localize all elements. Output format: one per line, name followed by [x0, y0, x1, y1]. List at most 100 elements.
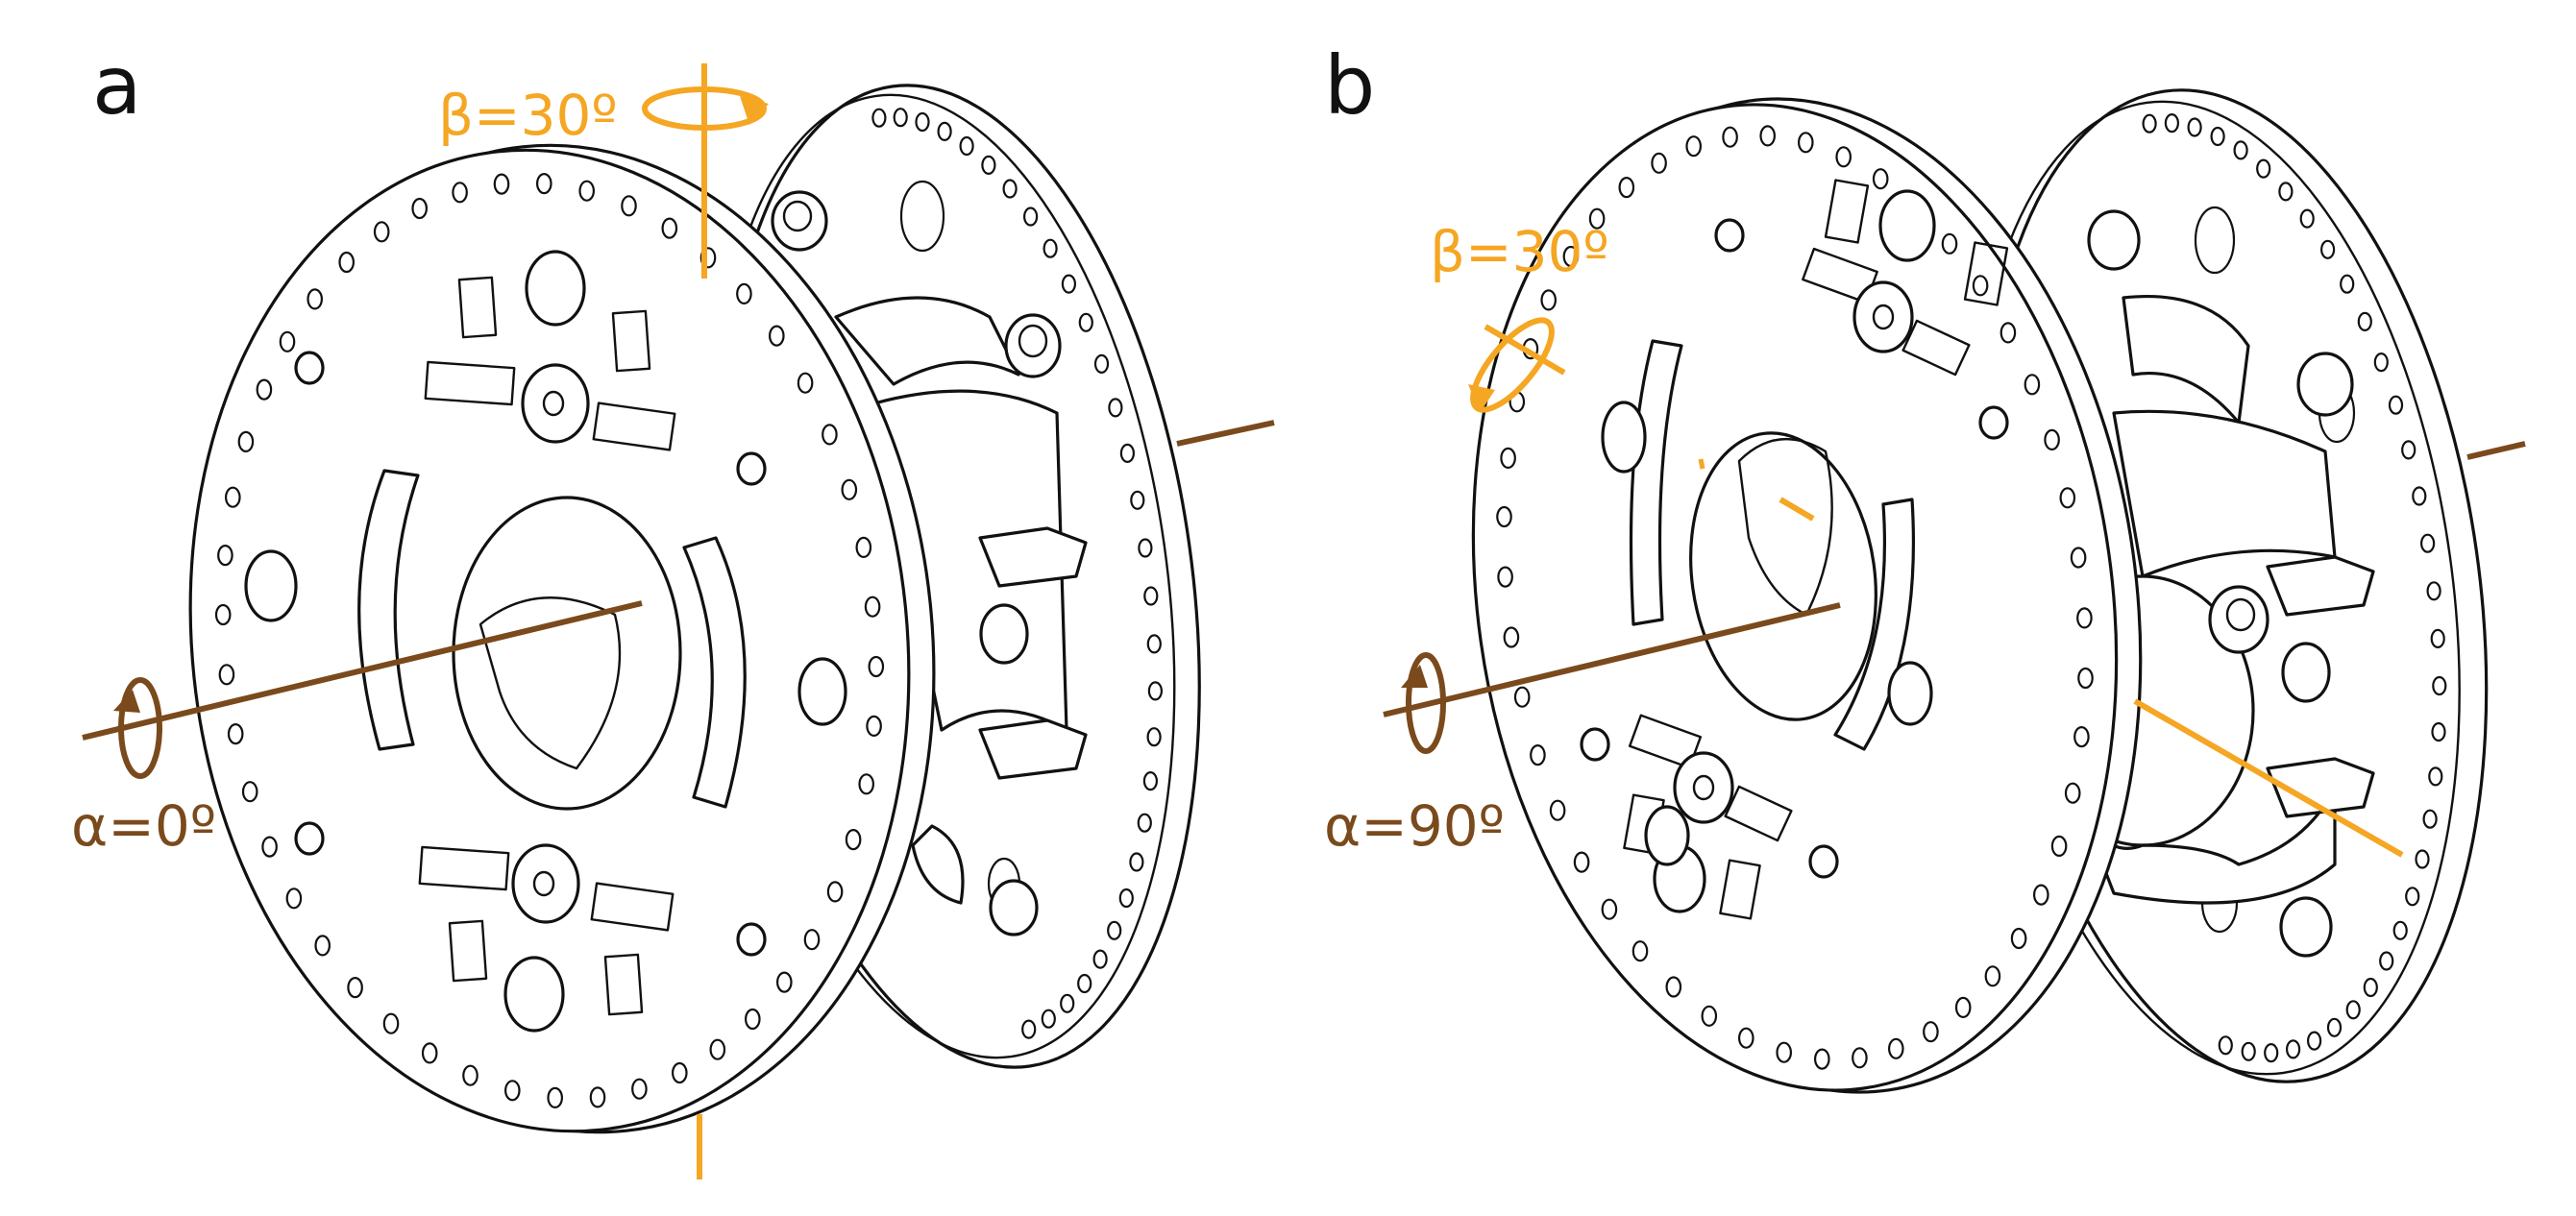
bolt-hole: [2256, 158, 2271, 179]
alpha-axis: [2466, 441, 2526, 460]
bolt-hole: [866, 715, 882, 738]
bolt-hole: [661, 217, 678, 239]
bolt-hole: [2010, 927, 2027, 950]
panel-letter-b: b: [1324, 38, 1375, 133]
beta-axis: [1484, 324, 1566, 376]
bolt-hole: [1142, 770, 1159, 791]
bolt-hole: [1941, 232, 1958, 255]
bolt-hole: [768, 325, 785, 347]
alpha-axis-front: [82, 600, 643, 741]
bolt-hole: [1497, 566, 1513, 588]
bolt-hole: [1631, 940, 1649, 962]
bolt-hole: [841, 478, 858, 500]
bolt-hole: [314, 935, 331, 957]
coupling-mechanism: [771, 190, 1088, 936]
bolt-hole: [338, 251, 355, 274]
bolt-hole: [2357, 311, 2372, 331]
bolt-hole: [868, 655, 885, 678]
bolt-hole: [2218, 1035, 2233, 1056]
bolt-hole: [2073, 725, 2090, 748]
bolt-hole: [347, 976, 363, 999]
bolt-hole: [915, 111, 930, 133]
bolt-hole: [285, 888, 303, 910]
panel-letter-a: a: [92, 38, 141, 133]
bolt-hole: [1043, 238, 1058, 258]
bolt-hole: [2076, 607, 2093, 629]
bolt-hole: [452, 182, 468, 204]
bolt-hole: [547, 1086, 563, 1109]
bolt-hole: [2142, 113, 2157, 134]
bolt-hole: [2164, 113, 2179, 134]
bolt-hole: [2373, 353, 2389, 373]
bolt-hole: [214, 603, 232, 626]
bolt-hole: [845, 828, 862, 851]
bolt-hole: [1146, 634, 1162, 654]
bolt-hole: [2326, 1017, 2343, 1037]
bolt-hole: [1496, 505, 1512, 528]
bolt-hole: [2044, 428, 2060, 450]
bolt-hole: [2412, 486, 2427, 506]
bolt-hole: [803, 929, 821, 951]
bolt-hole: [1618, 177, 1635, 199]
bolt-hole: [1119, 443, 1136, 463]
bolt-hole: [2320, 239, 2336, 259]
bolt-hole: [1722, 126, 1738, 148]
bolt-hole: [241, 781, 258, 803]
bolt-hole: [2415, 849, 2430, 869]
bolt-hole: [217, 544, 233, 567]
bolt-hole: [1738, 1027, 1754, 1049]
bolt-hole: [2233, 140, 2248, 160]
bolt-hole: [1776, 1041, 1792, 1063]
bolt-hole: [2363, 977, 2378, 998]
front-disc: [1471, 97, 2143, 1094]
alpha-axis: [1176, 420, 1275, 447]
panel-a: a: [71, 38, 1275, 1180]
beta-arrow-head: [740, 96, 769, 125]
alpha-label: α=90º: [1324, 793, 1505, 859]
bolt-hole: [744, 1008, 761, 1031]
bolt-hole: [1092, 949, 1108, 969]
bolt-hole: [797, 372, 814, 394]
bolt-hole: [421, 1042, 438, 1064]
bolt-hole: [261, 836, 278, 858]
bolt-hole: [535, 173, 552, 195]
bolt-hole: [1601, 898, 1618, 920]
bolt-hole: [1146, 727, 1162, 747]
bolt-hole: [1093, 353, 1110, 374]
bolt-hole: [631, 1078, 648, 1100]
bolt-hole: [1872, 168, 1889, 190]
bolt-hole: [1651, 152, 1667, 174]
bolt-hole: [307, 288, 323, 310]
bolt-hole: [2345, 1000, 2361, 1020]
bolt-hole: [225, 486, 241, 508]
bolt-hole: [2278, 182, 2294, 202]
bolt-hole: [2420, 533, 2436, 553]
bolt-hole: [736, 282, 752, 304]
beta-rotation-arrow: [1470, 317, 1555, 413]
bolt-hole: [1530, 743, 1546, 766]
bolt-hole: [1701, 1005, 1718, 1027]
bolt-hole: [1562, 245, 1580, 268]
bolt-hole: [237, 430, 255, 452]
bolt-hole: [1814, 1048, 1830, 1070]
bolt-hole: [462, 1064, 478, 1086]
bolt-hole: [2050, 835, 2068, 858]
bolt-hole: [1138, 538, 1153, 558]
bolt-hole: [2024, 374, 2041, 396]
bolt-hole: [671, 1061, 688, 1084]
bolt-hole: [2431, 721, 2446, 742]
bolt-hole: [2405, 887, 2420, 907]
bolt-hole: [981, 155, 996, 175]
alpha-rotation-arrow: [1406, 652, 1446, 754]
bolt-hole: [1500, 447, 1516, 469]
bolt-hole: [1118, 888, 1134, 909]
bolt-hole: [1077, 973, 1092, 994]
bolt-hole: [1888, 1037, 1904, 1059]
bolt-hole: [1143, 586, 1159, 606]
bolt-hole: [2210, 126, 2225, 147]
bolt-hole: [2432, 675, 2447, 696]
bolt-hole: [578, 180, 595, 202]
bolt-hole: [2070, 547, 2087, 569]
bolt-hole: [2392, 920, 2408, 940]
bolt-hole: [2430, 628, 2445, 649]
